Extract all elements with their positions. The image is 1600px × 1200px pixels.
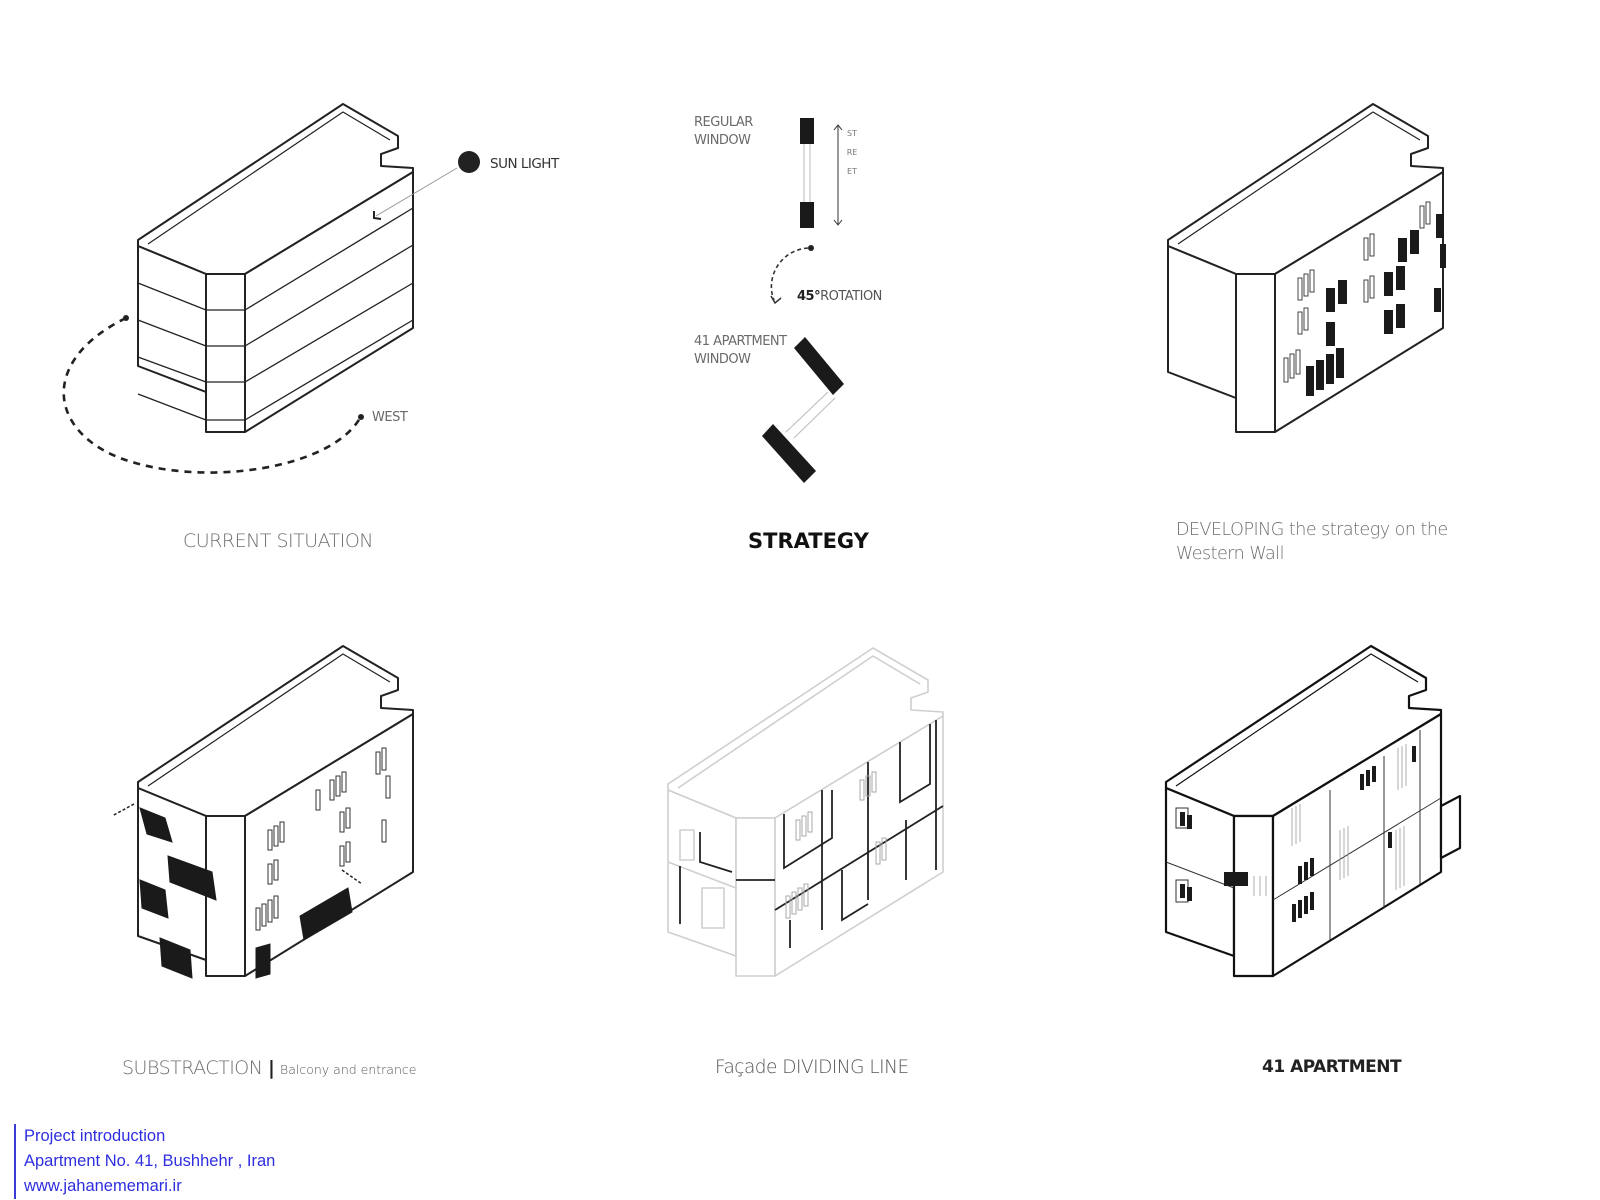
building-chamfer-face: [205, 273, 246, 433]
final-facade-details: [1165, 730, 1442, 940]
subtraction-caption-sub: Balcony and entrance: [280, 1062, 417, 1077]
building-front-face: [244, 171, 414, 433]
credits-block: Project introduction Apartment No. 41, B…: [14, 1124, 275, 1199]
facade-dividing-lines: [679, 720, 944, 948]
rotation-degree: 45°: [797, 289, 821, 304]
final-hatched-panels: [1253, 744, 1407, 896]
developing-windows: [1306, 214, 1446, 396]
developing-thin-windows: [1283, 201, 1431, 383]
sun-icon: [458, 151, 480, 173]
sun-path: [62, 151, 480, 474]
facade-caption: Façade DIVIDING LINE: [715, 1057, 909, 1078]
subtraction-arrows: [111, 803, 363, 885]
developing-caption: DEVELOPING the strategy on the Western W…: [1176, 518, 1448, 566]
sun-light-label: SUN LIGHT: [490, 156, 559, 172]
subtraction-caption-main: SUBSTRACTION: [122, 1057, 263, 1079]
rotated-window-top: [794, 337, 844, 395]
current-situation-building: [137, 103, 414, 433]
current-situation-caption: CURRENT SITUATION: [183, 530, 374, 552]
credits-line-address: Apartment No. 41, Bushhehr , Iran: [24, 1152, 276, 1170]
final-building: [1164, 644, 1462, 978]
rotation-label: 45°ROTATION: [797, 288, 882, 306]
facade-building: [667, 647, 944, 977]
regular-window-bottom: [800, 202, 814, 228]
regular-window-top: [800, 118, 814, 144]
final-windows: [1180, 746, 1416, 922]
rotation-word: ROTATION: [820, 289, 882, 304]
subtraction-windows: [255, 747, 391, 931]
credits-line-website[interactable]: www.jahanememari.ir: [24, 1177, 182, 1195]
regular-window-label: REGULAR WINDOW: [694, 114, 753, 150]
subtraction-building: [137, 645, 414, 977]
final-caption: 41 APARTMENT: [1262, 1057, 1402, 1077]
apartment-window-line2: WINDOW: [694, 352, 751, 367]
developing-caption-line2: Western Wall: [1176, 544, 1284, 564]
apartment-window-line1: 41 APARTMENT: [694, 334, 787, 349]
strategy-diagram: [762, 118, 844, 483]
regular-window-line2: WINDOW: [694, 133, 751, 148]
subtraction-separator: |: [268, 1057, 275, 1079]
subtraction-caption: SUBSTRACTION | Balcony and entrance: [122, 1057, 416, 1079]
street-vertical-label: STREET: [846, 129, 858, 176]
subtraction-balconies: [139, 807, 353, 979]
west-label: WEST: [372, 410, 408, 425]
apartment-window-label: 41 APARTMENT WINDOW: [694, 333, 787, 369]
strategy-caption: STRATEGY: [748, 529, 869, 553]
credits-line-project: Project introduction: [24, 1127, 166, 1145]
developing-caption-line1: DEVELOPING the strategy on the: [1176, 520, 1448, 540]
rotated-window-bottom: [762, 424, 816, 483]
facade-windows: [785, 771, 887, 919]
regular-window-line1: REGULAR: [694, 115, 753, 130]
